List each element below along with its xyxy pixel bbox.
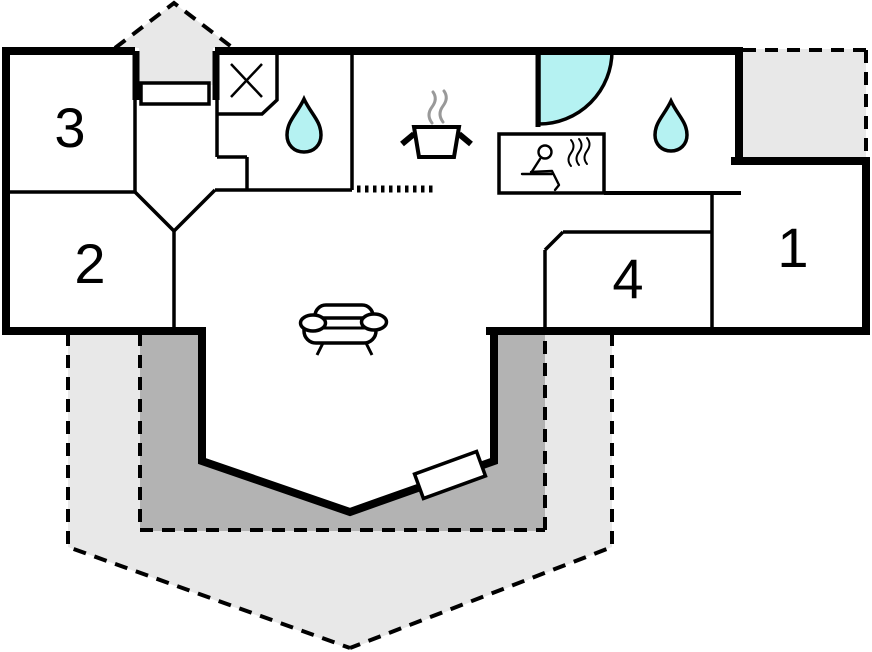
shower-corner-icon bbox=[537, 49, 614, 126]
terrace-door-leaf bbox=[412, 449, 488, 501]
wall-closet-step bbox=[217, 155, 249, 190]
terrace-door bbox=[412, 449, 488, 501]
terrace-top-right-dashes bbox=[743, 48, 868, 157]
pot-body bbox=[411, 125, 462, 159]
outer-walls bbox=[2, 47, 870, 335]
sofa-icon bbox=[298, 303, 389, 356]
bay-floor bbox=[202, 327, 494, 512]
sofa-armrest-left bbox=[298, 313, 328, 333]
water-features bbox=[285, 49, 689, 154]
shower-x-mark bbox=[230, 63, 263, 98]
sauna-person-icon bbox=[520, 137, 591, 192]
shower-tray-outline bbox=[218, 52, 279, 116]
sauna-steam-icon bbox=[567, 137, 591, 167]
entrance-arrow-dashes bbox=[113, 0, 235, 50]
living-room-bay bbox=[198, 327, 498, 517]
shower-tray-icon bbox=[218, 52, 279, 116]
water-drop-icon bbox=[285, 94, 323, 154]
bay-wall bbox=[198, 327, 498, 517]
room-3-label: 3 bbox=[54, 96, 85, 159]
terrace-top-right bbox=[739, 49, 866, 161]
interior-walls bbox=[2, 51, 741, 331]
room-4-label: 4 bbox=[612, 247, 643, 310]
sofa-legs bbox=[315, 342, 374, 356]
entrance-door-leaf bbox=[139, 81, 211, 106]
wall-room4 bbox=[543, 230, 712, 331]
room-2-label: 2 bbox=[74, 232, 105, 295]
room-labels: 1 2 3 4 bbox=[54, 96, 808, 310]
stove-steam-icon bbox=[427, 89, 448, 125]
water-drop-icon bbox=[653, 96, 689, 153]
room-1-label: 1 bbox=[777, 216, 808, 279]
terrace-inner-dashes bbox=[138, 333, 547, 532]
sauna-person-back bbox=[529, 157, 542, 175]
stove-icon bbox=[400, 89, 473, 159]
sauna-person-head bbox=[537, 144, 553, 160]
sauna bbox=[497, 132, 606, 195]
sauna-person-leg bbox=[529, 169, 561, 192]
wall-hall-diagonal-left bbox=[133, 190, 176, 233]
sofa-armrest-right bbox=[359, 312, 389, 332]
terrace-outer-dashes bbox=[66, 333, 614, 650]
dashed-boundaries bbox=[66, 0, 868, 650]
pot-handles bbox=[400, 131, 473, 147]
sauna-box bbox=[497, 132, 606, 195]
wall-hall-diagonal-right bbox=[172, 188, 217, 233]
entrance-arrow bbox=[115, 3, 233, 48]
entrance-vestibule bbox=[139, 48, 213, 85]
